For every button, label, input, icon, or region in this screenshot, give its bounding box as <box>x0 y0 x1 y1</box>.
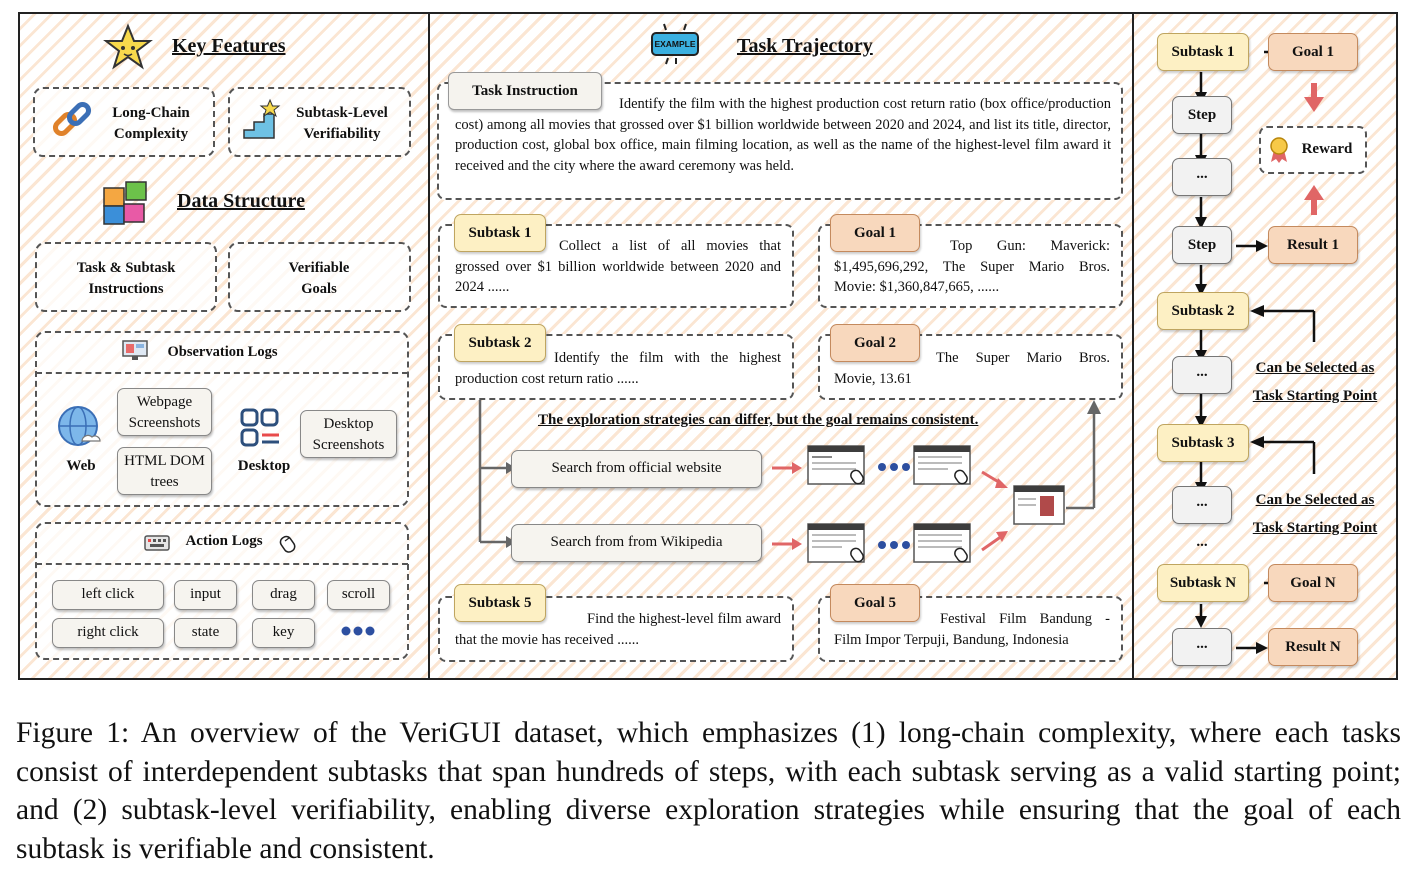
action-left-click: left click <box>52 580 164 610</box>
r-resultN: Result N <box>1268 628 1358 666</box>
action-title: Action Logs <box>185 533 263 549</box>
figure-caption: Figure 1: An overview of the VeriGUI dat… <box>16 717 1401 865</box>
ds-goals <box>228 242 411 312</box>
ds-instructions-label: Task & Subtask Instructions <box>76 260 176 297</box>
red-arrow-icon <box>772 538 802 550</box>
star-icon <box>103 23 153 70</box>
r-goal1: Goal 1 <box>1268 33 1358 71</box>
r-step-1: Step <box>1172 96 1232 134</box>
cursor-icon <box>850 469 864 485</box>
strategy-flow-graphics <box>772 445 1065 563</box>
chain-link-icon <box>52 101 92 137</box>
r-ellipsis-vertical: ... <box>1196 534 1208 550</box>
html-dom-trees: HTML DOM trees <box>117 447 212 495</box>
cursor-icon <box>954 469 968 485</box>
r-subtaskN: Subtask N <box>1157 564 1249 602</box>
keyboard-icon <box>144 535 170 551</box>
r-ellipsis-4: ... <box>1172 628 1232 666</box>
r-starting-point-1: Can be Selected as Task Starting Point <box>1252 360 1378 404</box>
action-drag: drag <box>252 580 315 610</box>
r-reward: Reward <box>1301 141 1353 157</box>
r-subtask1: Subtask 1 <box>1157 33 1249 71</box>
observation-divider <box>36 372 408 374</box>
mouse-icon <box>279 535 296 553</box>
webpage-screenshots: Webpage Screenshots <box>117 388 212 436</box>
right-flow-connectors <box>1195 50 1324 654</box>
feature-long-chain <box>33 87 215 157</box>
subtask1-label: Subtask 1 <box>454 214 546 252</box>
goal1-label: Goal 1 <box>830 214 920 252</box>
goal5-text: Festival Film Bandung - Film Impor Terpu… <box>834 611 1110 648</box>
result-thumbnail <box>1013 485 1065 525</box>
puzzle-icon <box>103 181 147 225</box>
more-dots-icon <box>341 626 375 636</box>
right-divider <box>1132 12 1134 680</box>
red-arrow-icon <box>772 462 802 474</box>
action-right-click: right click <box>52 618 164 648</box>
r-subtask2: Subtask 2 <box>1157 292 1249 330</box>
subtask2-text: Identify the film with the highest produ… <box>455 350 781 387</box>
goal5-label: Goal 5 <box>830 584 920 622</box>
task-instruction-label: Task Instruction <box>448 72 602 110</box>
desktop-label: Desktop <box>237 458 291 474</box>
subtask5-text: Find the highest-level film award that t… <box>455 611 781 648</box>
award-ribbon-icon <box>1270 137 1288 163</box>
action-key: key <box>252 618 315 648</box>
red-arrow-icon <box>981 470 1008 488</box>
r-ellipsis-3: ... <box>1172 486 1232 524</box>
desktop-screenshots: Desktop Screenshots <box>300 410 397 458</box>
red-arrow-icon <box>981 531 1008 552</box>
cursor-icon <box>954 547 968 563</box>
action-scroll: scroll <box>327 580 390 610</box>
goal2-text: The Super Mario Bros. Movie, 13.61 <box>834 350 1110 387</box>
ds-goals-label: Verifiable Goals <box>288 260 350 297</box>
task-trajectory-title: Task Trajectory <box>737 35 873 57</box>
strategy-official-website: Search from official website <box>511 450 762 488</box>
feature-long-chain-label: Long-Chain Complexity <box>112 105 190 142</box>
subtask1-text: Collect a list of all movies that grosse… <box>455 238 781 295</box>
subtask5-label: Subtask 5 <box>454 584 546 622</box>
strategy-note: The exploration strategies can differ, b… <box>538 412 979 428</box>
web-label: Web <box>66 458 96 474</box>
subtask2-label: Subtask 2 <box>454 324 546 362</box>
r-starting-point-2: Can be Selected as Task Starting Point <box>1252 492 1378 536</box>
globe-icon <box>58 406 101 446</box>
r-result1: Result 1 <box>1268 226 1358 264</box>
strategy-wikipedia: Search from from Wikipedia <box>511 524 762 562</box>
example-sparks-icon <box>663 23 687 65</box>
r-goalN: Goal N <box>1268 564 1358 602</box>
action-input: input <box>174 580 237 610</box>
r-step-2: Step <box>1172 226 1232 264</box>
feature-verifiability <box>228 87 411 157</box>
apps-grid-icon <box>240 408 279 447</box>
r-subtask3: Subtask 3 <box>1157 424 1249 462</box>
r-ellipsis-1: ... <box>1172 158 1232 196</box>
action-state: state <box>174 618 237 648</box>
ds-instructions <box>35 242 217 312</box>
dots-icon <box>878 463 910 471</box>
action-divider <box>36 563 408 565</box>
goal1-text: Top Gun: Maverick: $1,495,696,292, The S… <box>834 238 1110 295</box>
stairs-icon <box>243 98 281 139</box>
data-structure-title: Data Structure <box>177 190 305 212</box>
observation-title: Observation Logs <box>167 344 278 360</box>
left-divider <box>428 12 430 680</box>
task-instruction-text: Identify the film with the highest produ… <box>455 96 1111 174</box>
key-features-title: Key Features <box>172 35 286 57</box>
cursor-icon <box>850 547 864 563</box>
goal2-label: Goal 2 <box>830 324 920 362</box>
feature-verifiability-label: Subtask-Level Verifiability <box>296 105 388 142</box>
dots-icon <box>878 541 910 549</box>
r-ellipsis-2: ... <box>1172 356 1232 394</box>
example-badge: EXAMPLE <box>651 32 699 56</box>
monitor-icon <box>122 340 148 360</box>
